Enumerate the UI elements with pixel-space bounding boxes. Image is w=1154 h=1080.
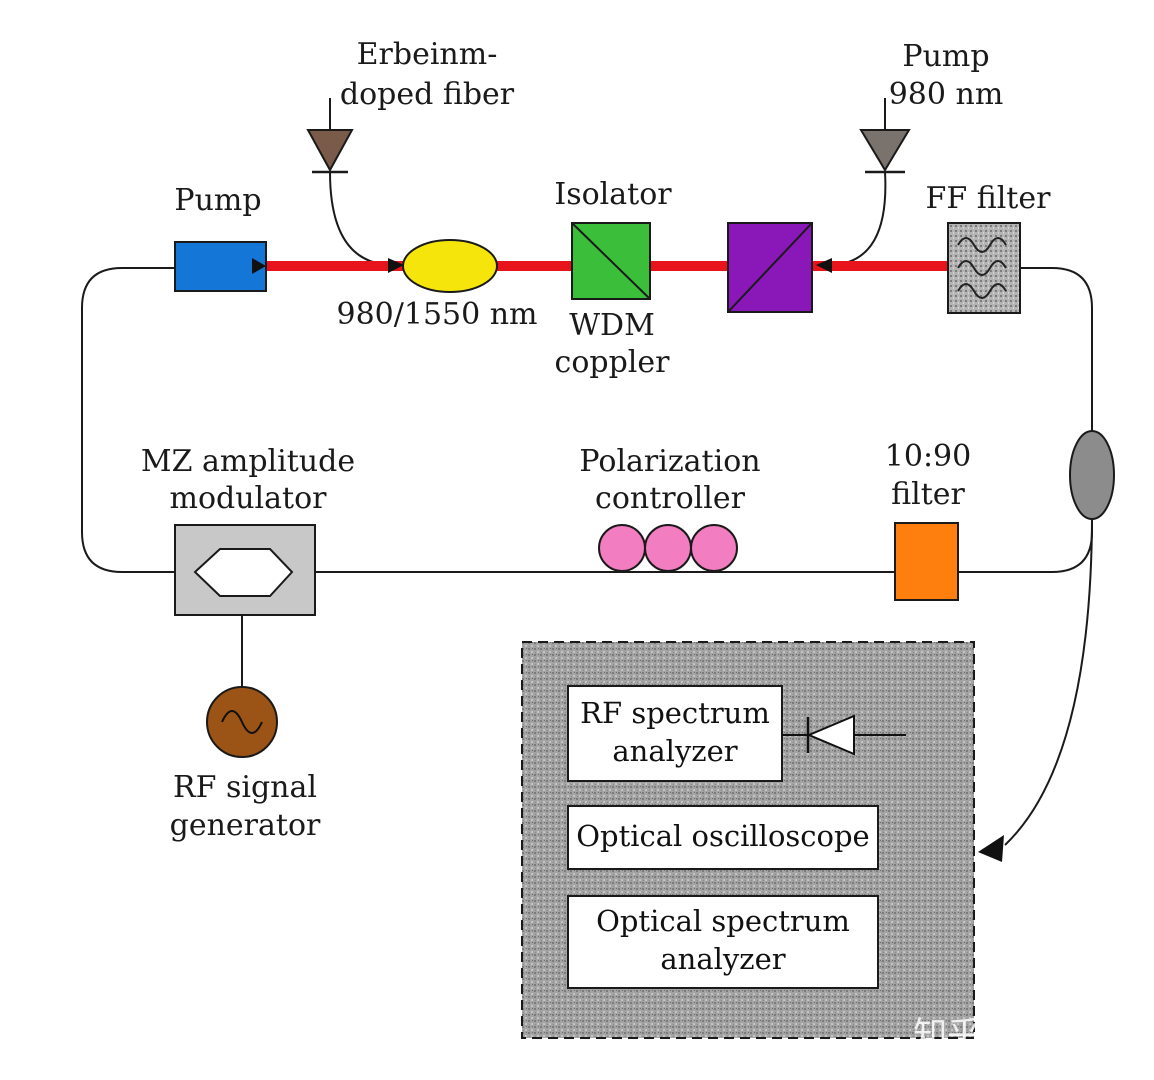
optical-oscilloscope-box xyxy=(567,805,879,870)
rf-spectrum-text-line1: RF spectrum xyxy=(580,696,770,730)
pump-laser-box xyxy=(174,241,267,292)
erbium-arrow-icon xyxy=(388,258,404,273)
output-coupler xyxy=(1069,430,1115,520)
rf-generator-label-line1: RF signal xyxy=(173,770,317,805)
polarization-controller xyxy=(598,524,738,572)
wdm-label-line1: WDM xyxy=(569,308,655,343)
ff-filter xyxy=(947,222,1021,314)
pump-980-label-line1: Pump xyxy=(902,39,989,74)
instrument-panel xyxy=(521,641,975,1039)
wdm-label-line2: coppler xyxy=(555,345,671,380)
coupler-980-1550 xyxy=(402,239,498,293)
output-arrow-icon xyxy=(978,835,1004,862)
osa-text-line1: Optical spectrum xyxy=(596,904,850,938)
wdm-coupler xyxy=(727,222,813,313)
polarization-label-line2: controller xyxy=(595,481,746,516)
splitter-10-90 xyxy=(894,522,959,601)
pump-980-arrow-icon xyxy=(816,258,832,273)
osa-text-line2: analyzer xyxy=(660,942,785,976)
erbium-doped-fiber-diode-icon xyxy=(306,129,354,174)
pump-output-arrow-icon xyxy=(252,258,266,274)
rf-signal-generator-icon xyxy=(206,686,278,758)
splitter-label-line2: filter xyxy=(891,477,965,512)
fiber-loop xyxy=(81,98,1094,846)
mz-label-line1: MZ amplitude xyxy=(141,444,355,479)
watermark: 知乎 @哈哈哈 xyxy=(913,1015,1128,1055)
rf-spectrum-text-line2: analyzer xyxy=(612,734,737,768)
mz-label-line2: modulator xyxy=(170,481,328,516)
pump-left-label: Pump xyxy=(174,183,261,218)
photodiode-icon xyxy=(782,714,906,756)
mz-amplitude-modulator xyxy=(174,524,316,616)
pump-980-label-line2: 980 nm xyxy=(889,77,1004,112)
polarization-label-line1: Polarization xyxy=(579,444,760,479)
coupler-label: 980/1550 nm xyxy=(336,297,537,332)
ff-filter-label: FF filter xyxy=(926,181,1052,216)
rf-generator-label-line2: generator xyxy=(170,808,321,843)
splitter-label-line1: 10:90 xyxy=(885,439,971,474)
pump-980-diode-icon xyxy=(859,129,911,174)
isolator xyxy=(571,222,651,300)
oscilloscope-text: Optical oscilloscope xyxy=(576,819,869,853)
isolator-label: Isolator xyxy=(554,177,672,212)
erbium-label-line2: doped fiber xyxy=(340,77,515,112)
optical-spectrum-analyzer-box xyxy=(567,895,879,989)
rf-spectrum-analyzer-box xyxy=(567,685,783,782)
erbium-label-line1: Erbeinm- xyxy=(357,37,498,72)
